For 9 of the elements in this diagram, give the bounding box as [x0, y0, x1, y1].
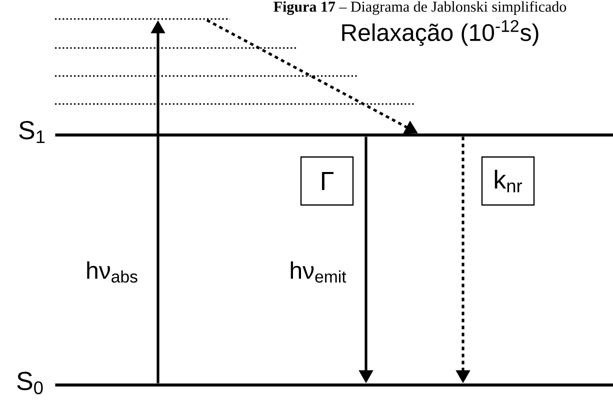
- energy-level-line: [55, 384, 613, 386]
- edge-label: Relaxação (10$^{-12}$s): [339, 19, 541, 47]
- figure-title: Figura 17 – Diagrama de Jablonski simplificado: [274, 1, 566, 15]
- level-label: S$_{1}$: [19, 120, 45, 144]
- edge-label: hν$_{abs}$: [84, 260, 140, 284]
- rate-box: Γ: [300, 156, 354, 206]
- level-label: S$_{0}$: [17, 372, 43, 394]
- rate-box: k$_{nr}$: [481, 156, 535, 206]
- edge-label: hν$_{emit}$: [288, 260, 348, 284]
